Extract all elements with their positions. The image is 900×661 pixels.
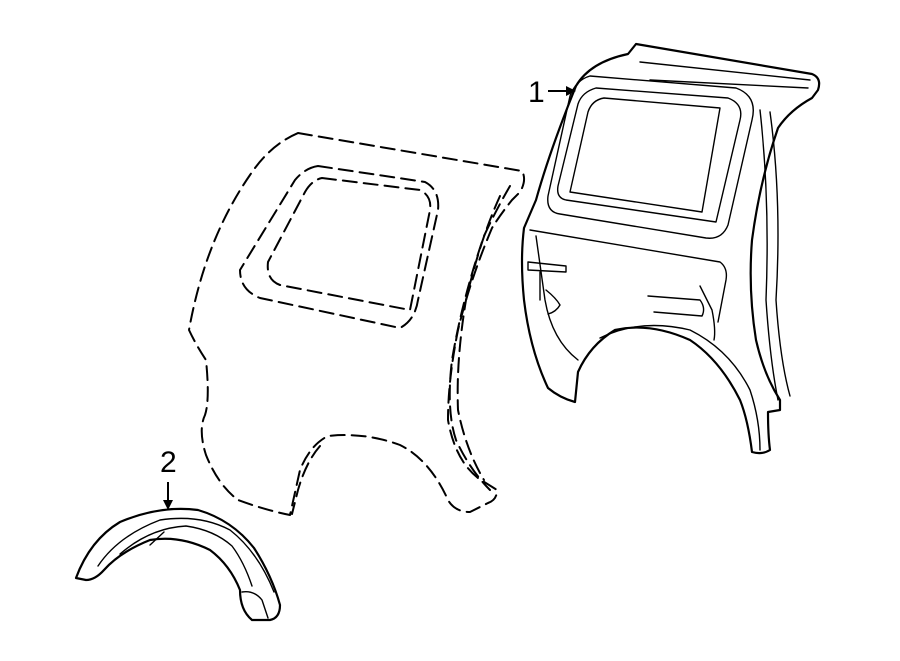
callout-2-arrowhead xyxy=(163,500,173,510)
quarter-panel-inner-structure xyxy=(520,42,821,455)
callout-1-label: 1 xyxy=(528,76,545,109)
wheelhouse-liner xyxy=(74,507,282,622)
callout-2: 2 xyxy=(160,446,177,510)
callout-2-label: 2 xyxy=(160,446,177,479)
callout-1: 1 xyxy=(528,76,576,109)
callout-1-arrowhead xyxy=(566,86,576,96)
outer-quarter-panel-outline xyxy=(188,132,526,516)
